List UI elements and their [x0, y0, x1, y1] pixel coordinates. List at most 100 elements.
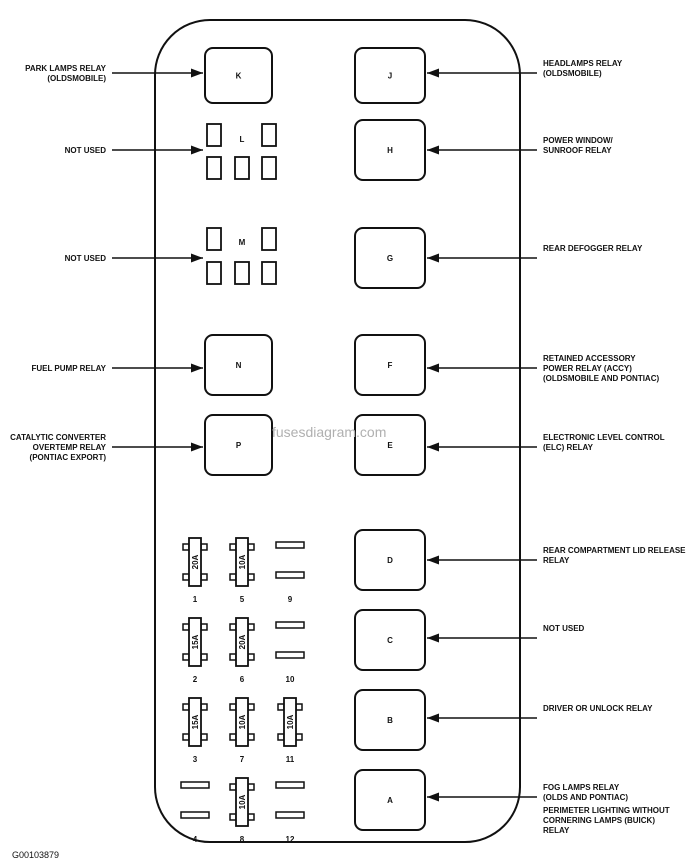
- fuse-rating: 20A: [191, 554, 200, 569]
- right-callout: DRIVER OR UNLOCK RELAY: [427, 704, 653, 723]
- relay-label: N: [236, 361, 242, 370]
- left-callout: PARK LAMPS RELAY(OLDSMOBILE): [25, 64, 203, 83]
- callout-text: NOT USED: [65, 146, 107, 155]
- callout-text: RELAY: [543, 556, 570, 565]
- callout-text: DRIVER OR UNLOCK RELAY: [543, 704, 653, 713]
- fuse-rating: 10A: [286, 714, 295, 729]
- fuse-6: 20A 6: [229, 617, 255, 684]
- fuse-3: 15A 3: [182, 697, 208, 764]
- callout-text: POWER RELAY (ACCY): [543, 364, 632, 373]
- fuse-number: 2: [193, 675, 198, 684]
- callout-text: FUEL PUMP RELAY: [31, 364, 106, 373]
- fuse-7: 10A 7: [229, 697, 255, 764]
- relay-k: K: [204, 47, 273, 104]
- callout-text: FOG LAMPS RELAY: [543, 783, 620, 792]
- relay-label: J: [388, 72, 392, 81]
- slot-group-label: L: [240, 135, 245, 144]
- relay-label: H: [387, 146, 393, 155]
- relay-a: A: [354, 769, 426, 831]
- empty-slot-10: 10: [275, 621, 305, 684]
- fuse-number: 6: [240, 675, 245, 684]
- callout-text: REAR COMPARTMENT LID RELEASE: [543, 546, 686, 555]
- relay-label: P: [236, 441, 242, 450]
- relay-f: F: [354, 334, 426, 396]
- relay-label: A: [387, 796, 393, 805]
- callout-text: NOT USED: [543, 624, 585, 633]
- fuse-number: 8: [240, 835, 245, 844]
- fuse-rating: 10A: [238, 554, 247, 569]
- fuse-number: 10: [286, 675, 295, 684]
- relay-g: G: [354, 227, 426, 289]
- left-callout: NOT USED: [65, 145, 203, 155]
- fuse-rating: 20A: [238, 634, 247, 649]
- fuse-2: 15A 2: [182, 617, 208, 684]
- slot-group-label: M: [239, 238, 246, 247]
- fuse-rating: 10A: [238, 794, 247, 809]
- fuse-number: 7: [240, 755, 245, 764]
- callout-text: (PONTIAC EXPORT): [30, 453, 107, 462]
- right-callout: FOG LAMPS RELAY(OLDS AND PONTIAC) PERIMET…: [427, 783, 670, 835]
- relay-label: B: [387, 716, 393, 725]
- callout-text: RETAINED ACCESSORY: [543, 354, 636, 363]
- relay-d: D: [354, 529, 426, 591]
- relay-label: K: [236, 72, 242, 81]
- callout-text: RELAY: [543, 826, 570, 835]
- empty-slot-4: 4: [180, 781, 210, 844]
- fuse-rating: 15A: [191, 634, 200, 649]
- relay-j: J: [354, 47, 426, 104]
- right-callout: REAR DEFOGGER RELAY: [427, 244, 643, 263]
- callout-text: (OLDSMOBILE): [47, 74, 106, 83]
- fuse-rating: 15A: [191, 714, 200, 729]
- callout-text: REAR DEFOGGER RELAY: [543, 244, 643, 253]
- fuse-1: 20A 1: [182, 537, 208, 604]
- relay-label: E: [387, 441, 393, 450]
- empty-slot-9: 9: [275, 541, 305, 604]
- callout-text: POWER WINDOW/: [543, 136, 614, 145]
- relay-c: C: [354, 609, 426, 671]
- relay-p: P: [204, 414, 273, 476]
- callout-text: SUNROOF RELAY: [543, 146, 612, 155]
- left-callout: NOT USED: [65, 253, 203, 263]
- right-callout: NOT USED: [427, 624, 585, 643]
- fuse-number: 12: [286, 835, 295, 844]
- callout-text: PERIMETER LIGHTING WITHOUT: [543, 806, 670, 815]
- fuse-number: 4: [193, 835, 198, 844]
- relay-label: D: [387, 556, 393, 565]
- relay-label: C: [387, 636, 393, 645]
- slot-group-l: L: [206, 123, 277, 180]
- left-callout: FUEL PUMP RELAY: [31, 363, 203, 373]
- fuse-number: 1: [193, 595, 198, 604]
- callout-text: NOT USED: [65, 254, 107, 263]
- right-callout: POWER WINDOW/SUNROOF RELAY: [427, 136, 614, 155]
- right-callout: ELECTRONIC LEVEL CONTROL(ELC) RELAY: [427, 433, 665, 452]
- fuse-rating: 10A: [238, 714, 247, 729]
- fuse-number: 11: [286, 755, 295, 764]
- relay-n: N: [204, 334, 273, 396]
- relay-label: G: [387, 254, 393, 263]
- callout-text: (ELC) RELAY: [543, 443, 594, 452]
- callout-text: CORNERING LAMPS (BUICK): [543, 816, 655, 825]
- right-callout: HEADLAMPS RELAY(OLDSMOBILE): [427, 59, 623, 78]
- callout-text: ELECTRONIC LEVEL CONTROL: [543, 433, 665, 442]
- callout-text: (OLDSMOBILE): [543, 69, 602, 78]
- fuse-box-outline: [154, 19, 521, 843]
- fuse-number: 5: [240, 595, 245, 604]
- slot-group-m: M: [206, 227, 277, 285]
- empty-slot-12: 12: [275, 781, 305, 844]
- relay-b: B: [354, 689, 426, 751]
- figure-id: G00103879: [12, 850, 59, 860]
- fuse-11: 10A 11: [277, 697, 303, 764]
- fuse-number: 3: [193, 755, 198, 764]
- fuse-number: 9: [288, 595, 293, 604]
- callout-text: PARK LAMPS RELAY: [25, 64, 107, 73]
- fuse-5: 10A 5: [229, 537, 255, 604]
- callout-text: (OLDS AND PONTIAC): [543, 793, 628, 802]
- relay-label: F: [388, 361, 393, 370]
- callout-text: OVERTEMP RELAY: [33, 443, 107, 452]
- relay-e: E: [354, 414, 426, 476]
